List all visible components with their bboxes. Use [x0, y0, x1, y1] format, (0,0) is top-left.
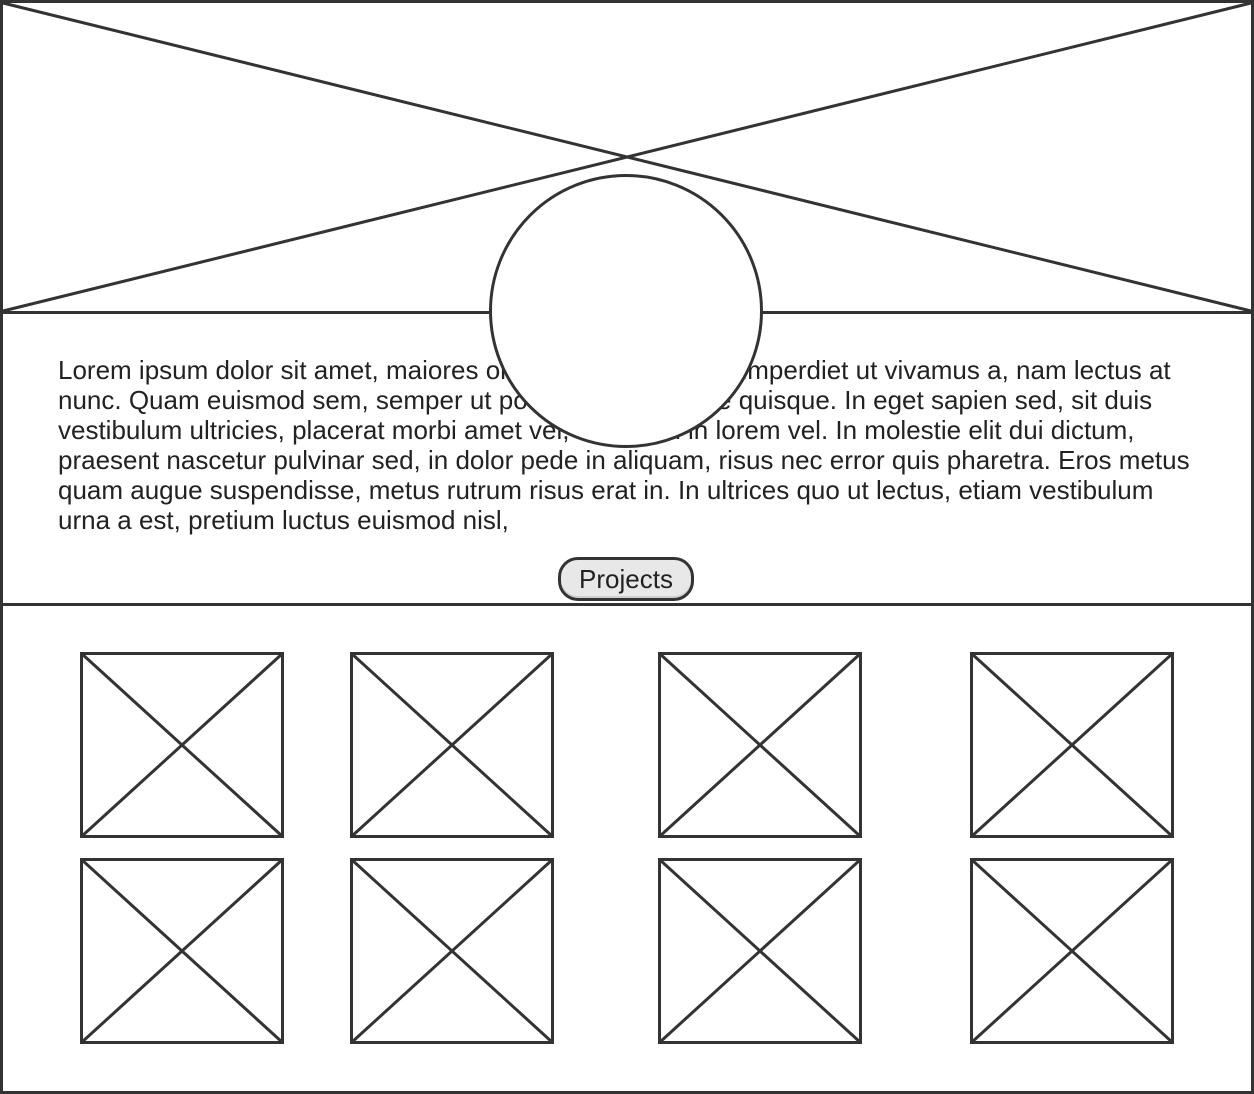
projects-button[interactable]: Projects — [558, 557, 694, 601]
avatar — [489, 174, 763, 448]
gallery-thumbnail[interactable] — [350, 858, 554, 1044]
image-placeholder-icon — [80, 652, 284, 838]
gallery-thumbnail[interactable] — [970, 652, 1174, 838]
image-placeholder-icon — [658, 858, 862, 1044]
image-placeholder-icon — [970, 652, 1174, 838]
image-placeholder-icon — [80, 858, 284, 1044]
gallery-thumbnail[interactable] — [80, 858, 284, 1044]
project-gallery — [0, 606, 1254, 1094]
gallery-thumbnail[interactable] — [658, 652, 862, 838]
image-placeholder-icon — [2, 1, 1252, 313]
gallery-thumbnail[interactable] — [970, 858, 1174, 1044]
image-placeholder-icon — [658, 652, 862, 838]
gallery-thumbnail[interactable] — [658, 858, 862, 1044]
image-placeholder-icon — [350, 652, 554, 838]
image-placeholder-icon — [350, 858, 554, 1044]
gallery-thumbnail[interactable] — [80, 652, 284, 838]
gallery-thumbnail[interactable] — [350, 652, 554, 838]
image-placeholder-icon — [970, 858, 1174, 1044]
